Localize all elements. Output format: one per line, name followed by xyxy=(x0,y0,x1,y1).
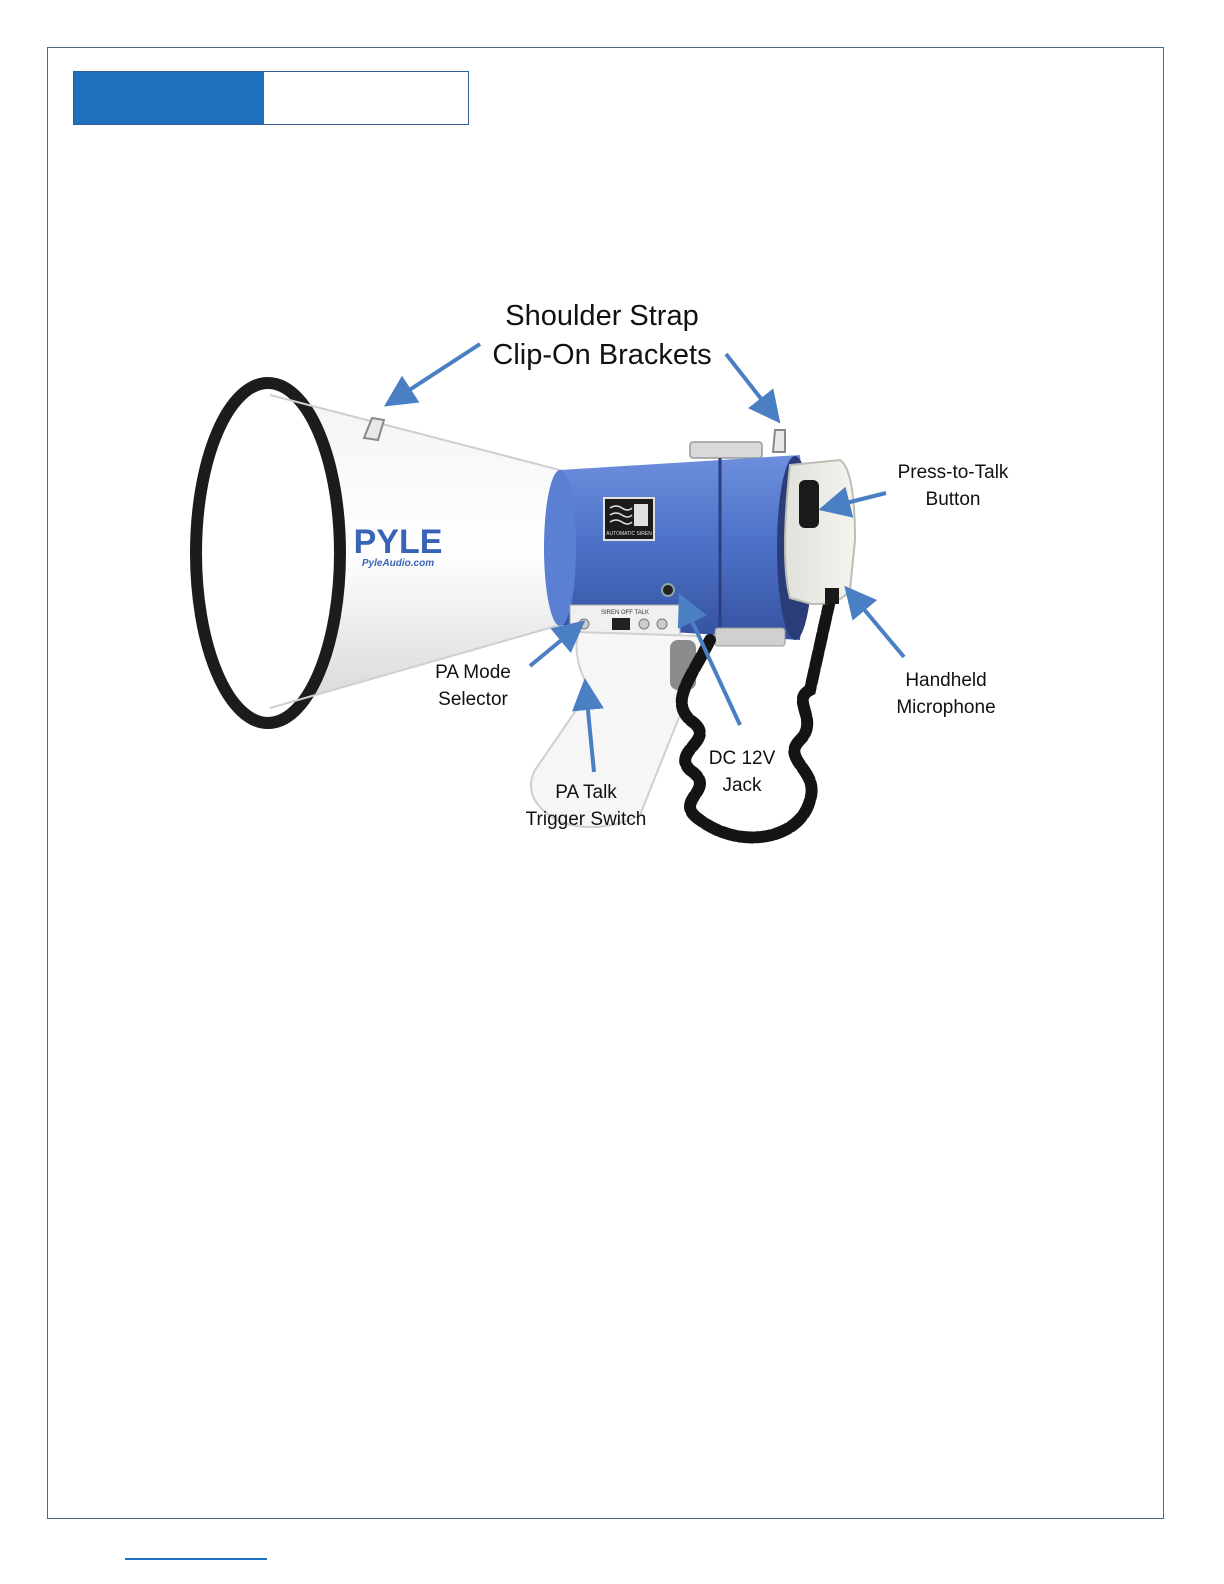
arrow-strap-left xyxy=(394,344,480,400)
switch-labels: SIREN OFF TALK xyxy=(601,610,649,616)
callout-handheld-mic: Handheld Microphone xyxy=(876,667,1016,721)
footer-link-underline[interactable] xyxy=(125,1558,267,1560)
callout-dc-jack: DC 12V Jack xyxy=(692,745,792,799)
siren-badge: AUTOMATIC SIREN xyxy=(604,498,654,540)
callout-pa-talk: PA Talk Trigger Switch xyxy=(506,779,666,833)
callout-press-to-talk: Press-to-Talk Button xyxy=(883,459,1023,513)
callout-handheld-mic-line2: Microphone xyxy=(876,694,1016,721)
top-clip xyxy=(690,442,762,458)
mode-switch-panel: SIREN OFF TALK xyxy=(570,605,680,635)
lower-bracket xyxy=(715,628,785,646)
strap-bracket-right xyxy=(773,430,785,452)
callout-shoulder-strap: Shoulder Strap Clip-On Brackets xyxy=(487,297,717,375)
brand-logo: PYLE xyxy=(354,523,443,561)
siren-badge-text: AUTOMATIC SIREN xyxy=(606,531,652,537)
callout-dc-jack-line2: Jack xyxy=(692,772,792,799)
callout-pa-mode: PA Mode Selector xyxy=(413,659,533,713)
arrow-pa-mode xyxy=(530,628,576,666)
callout-pa-mode-line1: PA Mode xyxy=(413,659,533,686)
callout-handheld-mic-line1: Handheld xyxy=(876,667,1016,694)
arrow-strap-right xyxy=(726,354,773,414)
arrow-handheld-mic xyxy=(852,595,904,657)
callout-pa-mode-line2: Selector xyxy=(413,686,533,713)
callout-pa-talk-line2: Trigger Switch xyxy=(506,806,666,833)
callout-press-to-talk-line1: Press-to-Talk xyxy=(883,459,1023,486)
callout-pa-talk-line1: PA Talk xyxy=(506,779,666,806)
callout-press-to-talk-line2: Button xyxy=(883,486,1023,513)
megaphone-figure: AUTOMATIC SIREN PYLE PyleAudio.com SIREN… xyxy=(0,0,1224,1000)
handheld-microphone xyxy=(785,460,855,604)
dc-jack xyxy=(662,584,674,596)
press-to-talk-button-graphic xyxy=(799,480,819,528)
callout-shoulder-strap-line2: Clip-On Brackets xyxy=(487,336,717,375)
brand-url: PyleAudio.com xyxy=(362,558,434,569)
callout-shoulder-strap-line1: Shoulder Strap xyxy=(487,297,717,336)
callout-dc-jack-line1: DC 12V xyxy=(692,745,792,772)
